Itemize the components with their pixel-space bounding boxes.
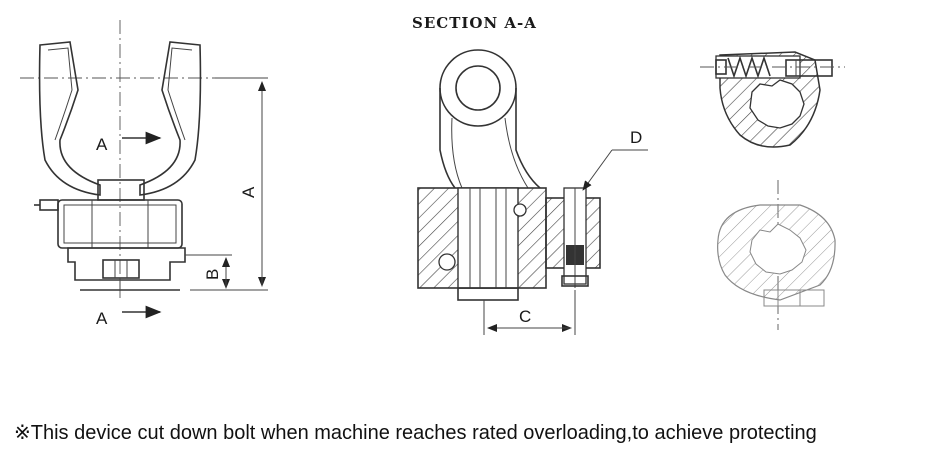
label-dimension-a: A (239, 186, 258, 198)
section-title: SECTION A-A (412, 14, 537, 32)
section-aa-view (417, 49, 648, 335)
label-section-arrow-top: A (96, 135, 108, 154)
hub-spring-detail-view (700, 51, 845, 148)
label-callout-d: D (630, 128, 642, 147)
caption-text: ※This device cut down bolt when machine … (14, 422, 817, 444)
label-dimension-c: C (519, 307, 531, 326)
label-section-arrow-bottom: A (96, 309, 108, 328)
hub-light-detail-view (717, 180, 836, 330)
label-dimension-b: B (203, 269, 222, 280)
yoke-front-view (20, 20, 268, 319)
